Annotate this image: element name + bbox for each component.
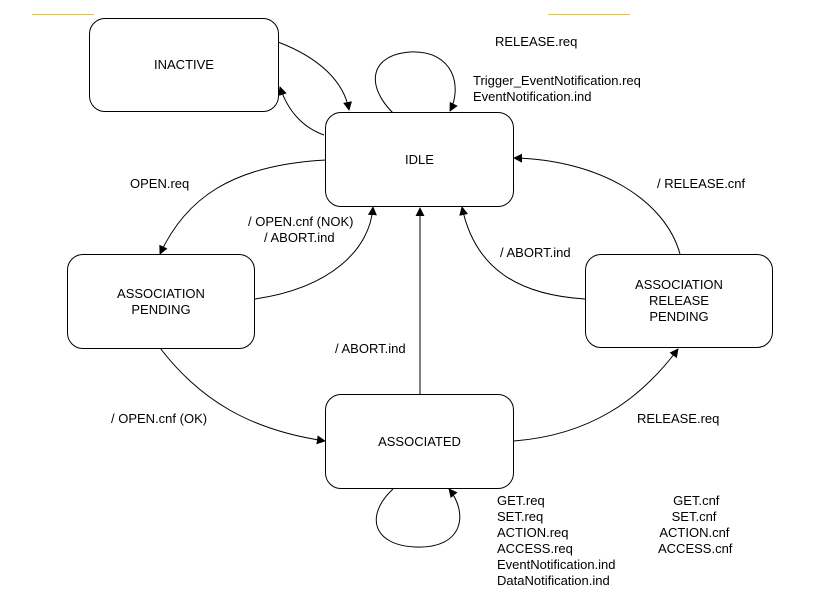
arrow-associated-to-release-pending bbox=[513, 348, 679, 442]
arrow-idle-to-association-pending bbox=[159, 159, 327, 255]
arrow-association-pending-to-idle bbox=[254, 206, 377, 300]
arrow-association-pending-to-associated bbox=[159, 347, 326, 445]
label-open-cnf-ok: / OPEN.cnf (OK) bbox=[111, 411, 208, 426]
label-trigger-event-notification: Trigger_EventNotification.req bbox=[473, 73, 641, 88]
accent-line-left bbox=[32, 14, 94, 15]
label-get-req: GET.req bbox=[497, 493, 545, 508]
accent-line-right bbox=[548, 14, 630, 15]
label-set-req: SET.req bbox=[497, 509, 544, 524]
label-abort-ind-nok: / ABORT.ind bbox=[264, 230, 335, 245]
state-association-pending: ASSOCIATION PENDING bbox=[67, 254, 255, 349]
arrow-inactive-to-idle bbox=[277, 41, 353, 111]
state-idle-label: IDLE bbox=[405, 151, 434, 167]
label-action-cnf: ACTION.cnf bbox=[659, 525, 730, 540]
arrow-release-pending-to-idle bbox=[513, 153, 681, 255]
arrow-idle-to-inactive bbox=[278, 86, 325, 136]
label-open-cnf-nok-group: / OPEN.cnf (NOK) / ABORT.ind bbox=[248, 214, 353, 246]
state-idle: IDLE bbox=[325, 112, 514, 207]
label-event-notification-ind: EventNotification.ind bbox=[473, 89, 592, 104]
label-access-req: ACCESS.req bbox=[497, 541, 573, 556]
label-release-req-self: RELEASE.req bbox=[495, 34, 578, 49]
state-release-pending-line-3: PENDING bbox=[649, 309, 709, 324]
arrow-release-pending-abort-to-idle bbox=[459, 206, 586, 300]
label-associated-confirms: GET.cnf SET.cnf ACTION.cnf ACCESS.cnf bbox=[658, 493, 732, 557]
label-open-cnf-nok: / OPEN.cnf (NOK) bbox=[248, 214, 354, 229]
label-data-notification-ind: DataNotification.ind bbox=[497, 573, 610, 588]
state-release-pending-line-1: ASSOCIATION bbox=[635, 277, 723, 292]
arrow-idle-self-loop bbox=[374, 51, 458, 114]
state-association-pending-line-1: ASSOCIATION bbox=[117, 285, 205, 301]
label-release-req: RELEASE.req bbox=[637, 411, 720, 426]
label-event-notification-ind-associated: EventNotification.ind bbox=[497, 557, 616, 572]
label-get-cnf: GET.cnf bbox=[673, 493, 720, 508]
label-associated-requests: GET.req SET.req ACTION.req ACCESS.req Ev… bbox=[497, 493, 616, 589]
label-abort-ind-associated: / ABORT.ind bbox=[335, 341, 406, 356]
state-association-release-pending: ASSOCIATION RELEASE PENDING bbox=[585, 254, 773, 348]
label-set-cnf: SET.cnf bbox=[671, 509, 717, 524]
arrow-associated-self-loop bbox=[375, 488, 461, 548]
state-associated: ASSOCIATED bbox=[325, 394, 514, 489]
state-inactive: INACTIVE bbox=[89, 18, 279, 112]
state-release-pending-line-2: RELEASE bbox=[649, 293, 709, 308]
label-open-req: OPEN.req bbox=[130, 176, 190, 191]
label-access-cnf: ACCESS.cnf bbox=[658, 541, 733, 556]
label-action-req: ACTION.req bbox=[497, 525, 569, 540]
label-abort-ind-release-pending: / ABORT.ind bbox=[500, 245, 571, 260]
label-release-cnf: / RELEASE.cnf bbox=[657, 176, 746, 191]
state-associated-label: ASSOCIATED bbox=[378, 433, 461, 449]
state-association-pending-line-2: PENDING bbox=[131, 301, 191, 317]
state-inactive-label: INACTIVE bbox=[154, 57, 214, 72]
